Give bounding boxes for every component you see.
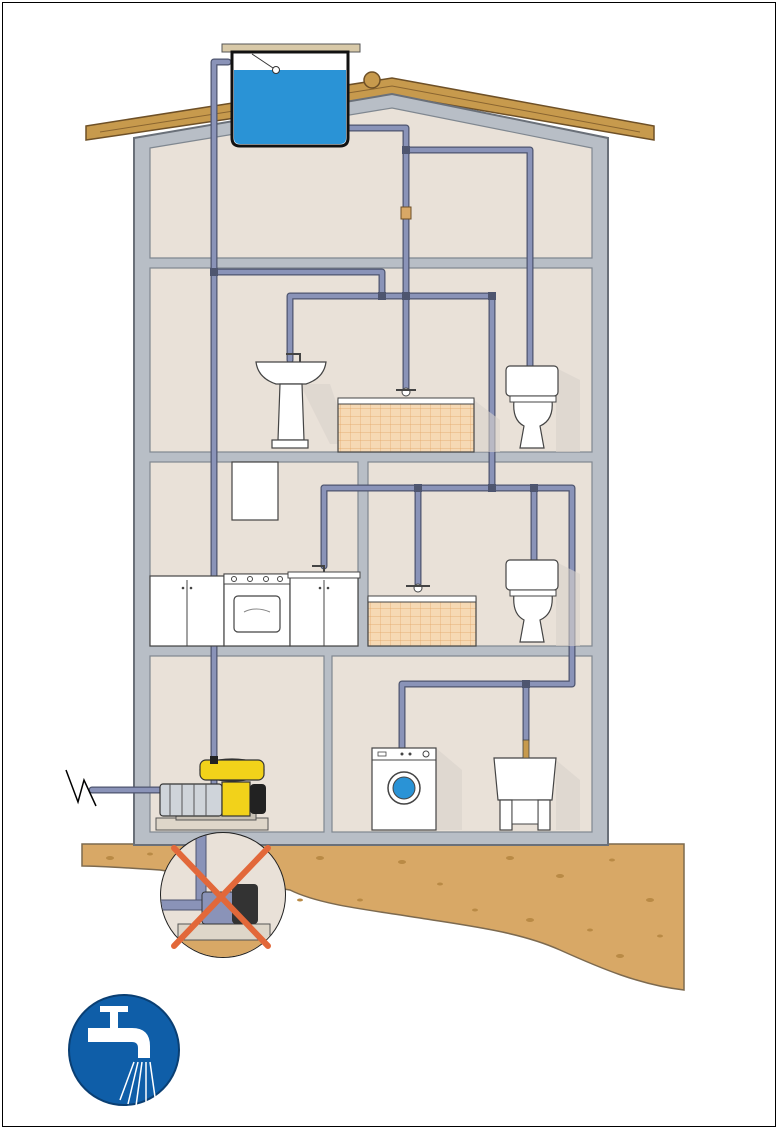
wall-cabinet (232, 462, 278, 520)
water-tank-icon (222, 44, 360, 146)
kitchen-sink-cabinet (288, 566, 360, 646)
kitchen-stove (224, 574, 290, 646)
forbidden-installation-inset (160, 833, 285, 960)
roof-ridge-tile (364, 72, 380, 88)
kitchen-base-cabinet-left (150, 576, 224, 646)
washing-machine (372, 748, 462, 830)
check-valve-icon (401, 207, 411, 219)
tap-water-mandatory-icon (69, 995, 179, 1106)
